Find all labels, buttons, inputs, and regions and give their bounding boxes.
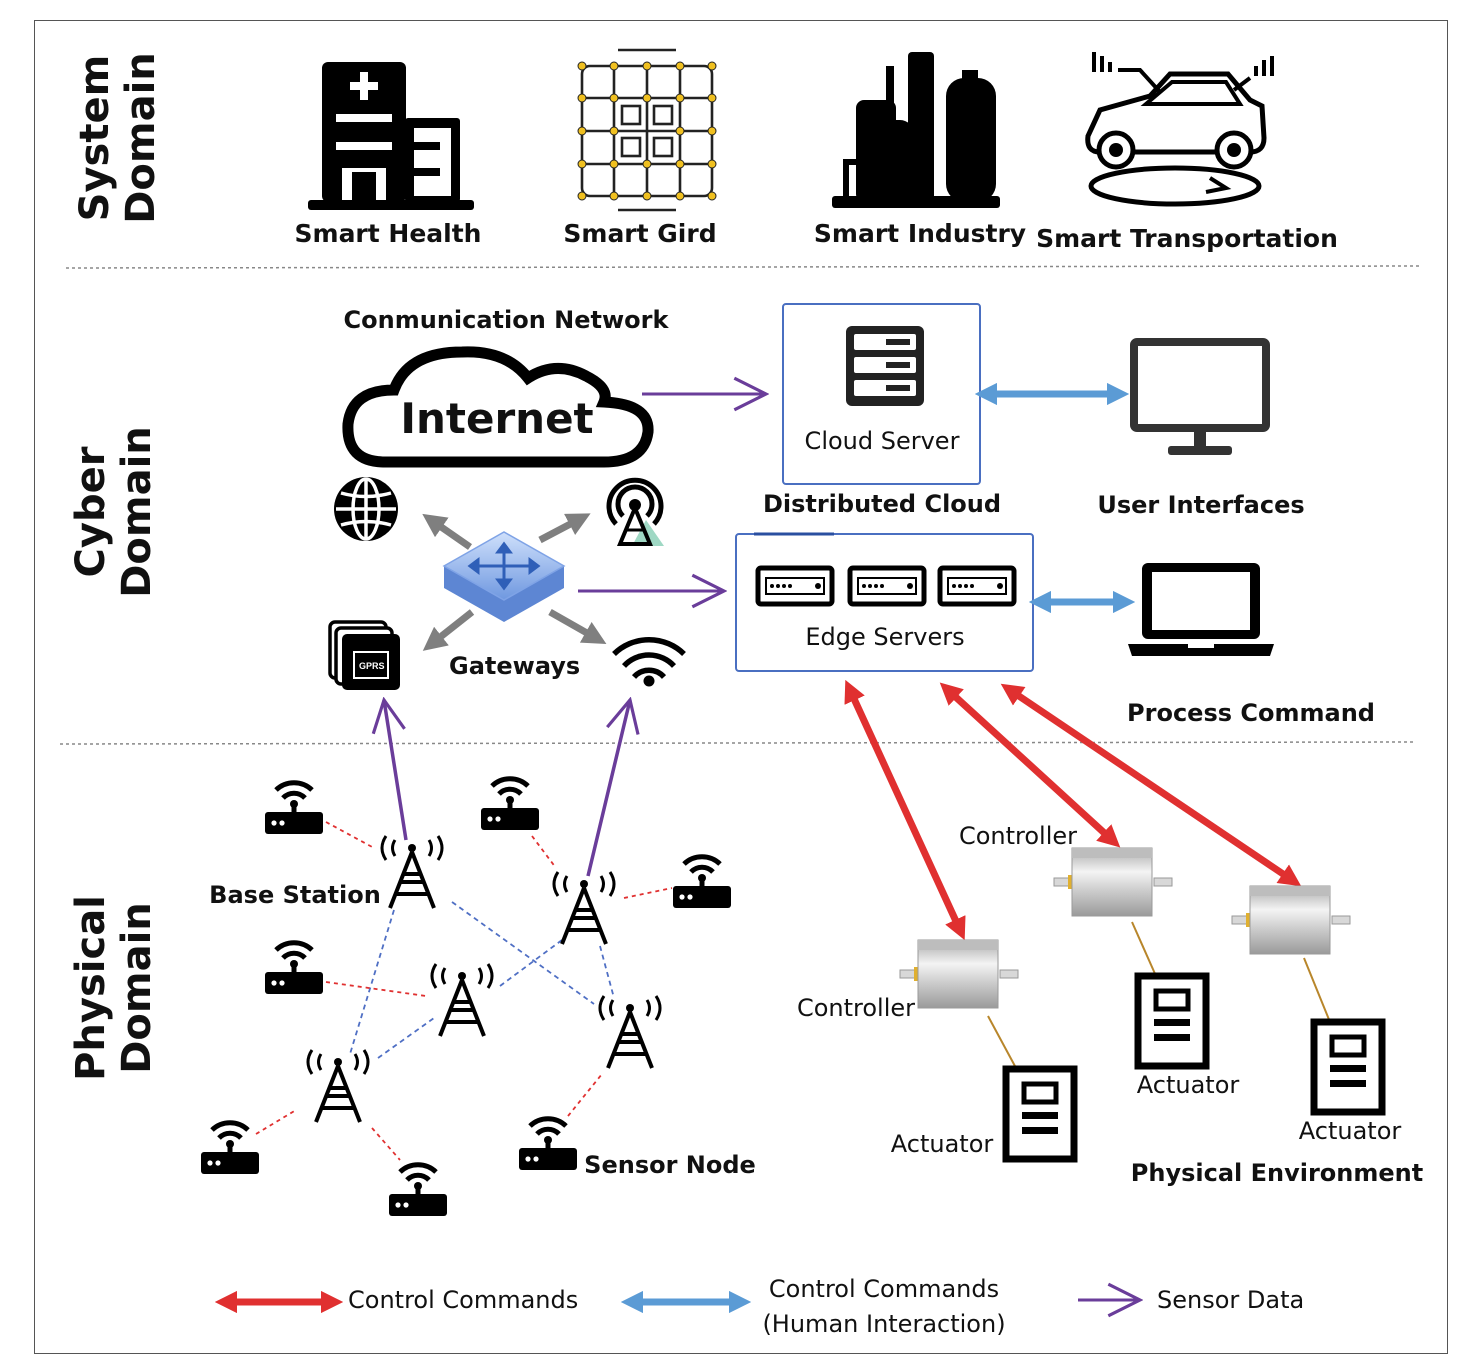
gprs-label: GPRS	[359, 661, 385, 671]
base-station-tower-icon	[552, 870, 616, 946]
base-station-label: Base Station	[209, 881, 381, 909]
edge-server-unit-icon	[937, 565, 1017, 607]
edge-servers-label: Edge Servers	[805, 623, 965, 651]
user-interfaces-label: User Interfaces	[1097, 491, 1305, 519]
gateways-label: Gateways	[449, 652, 581, 680]
actuator-label: Actuator	[1298, 1117, 1402, 1145]
base-station-tower-icon	[306, 1048, 370, 1124]
diagram-frame	[34, 20, 1448, 1354]
smart-health-label: Smart Health	[294, 219, 482, 248]
gprs-module-icon	[328, 620, 400, 690]
controller-motor-icon	[899, 939, 1019, 1009]
separator-system-cyber	[65, 265, 1421, 269]
sensor-node-icon	[389, 1165, 447, 1216]
smart-grid-label: Smart Gird	[563, 219, 717, 248]
edge-controller-arrow	[1000, 683, 1302, 887]
wifi-icon	[612, 636, 686, 687]
laptop-icon	[1128, 563, 1274, 656]
smart-grid-icon	[577, 48, 717, 212]
actuator-label: Actuator	[1136, 1071, 1240, 1099]
system-domain-label: System Domain	[72, 52, 164, 224]
gateway-distribution-arrows	[422, 513, 607, 651]
sensor-node-icon	[673, 857, 731, 908]
edge-controller-arrow	[844, 679, 966, 941]
sensor-node-icon	[265, 783, 323, 834]
smart-transportation-label: Smart Transportation	[1036, 224, 1338, 253]
physical-domain-label: Physical Domain	[68, 895, 160, 1081]
edge-controller-arrow	[939, 682, 1121, 848]
legend-control-commands-label: Control Commands	[348, 1286, 579, 1314]
sensor-node-icon	[481, 779, 539, 830]
controller-actuator-wires	[987, 921, 1331, 1069]
controller-motor-icon	[1053, 847, 1173, 917]
basestation-to-wifi-arrow	[586, 700, 630, 877]
controller-label: Controller	[958, 822, 1078, 850]
base-station-tower-icon	[598, 994, 662, 1070]
sensor-node-icon	[265, 943, 323, 994]
base-station-tower-icon	[380, 834, 444, 910]
physical-environment-label: Physical Environment	[1130, 1159, 1424, 1187]
connected-car-icon	[1085, 52, 1274, 207]
controller-motor-icon	[1231, 885, 1351, 955]
gateway-router-icon	[442, 531, 566, 622]
internet-cloud-icon	[342, 346, 654, 468]
edge-server-unit-icon	[755, 565, 835, 607]
server-rack-icon	[846, 326, 924, 406]
distributed-cloud-label: Distributed Cloud	[762, 490, 1002, 518]
monitor-icon	[1130, 338, 1270, 455]
actuator-device-icon	[1314, 1022, 1382, 1112]
cloud-server-label: Cloud Server	[804, 427, 960, 455]
base-station-tower-icon	[430, 962, 494, 1038]
actuator-device-icon	[1138, 976, 1206, 1066]
internet-label: Internet	[400, 394, 594, 443]
cyber-domain-label: Cyber Domain	[68, 426, 160, 598]
basestation-to-gprs-arrow	[384, 700, 408, 841]
broadcast-antenna-icon	[606, 477, 664, 546]
process-command-label: Process Command	[1127, 699, 1375, 727]
smart-industry-label: Smart Industry	[813, 219, 1027, 248]
hospital-icon	[308, 62, 474, 210]
controller-label: Controller	[796, 994, 916, 1022]
sensor-node-icon	[201, 1123, 259, 1174]
factory-icon	[832, 52, 1000, 208]
actuator-device-icon	[1006, 1069, 1074, 1159]
radio-links	[349, 901, 615, 1059]
sensor-node-label: Sensor Node	[584, 1151, 756, 1179]
sensor-links	[255, 821, 673, 1161]
legend-human-interaction-label-line1: Control Commands	[768, 1275, 1000, 1303]
legend-human-interaction-label-line2: (Human Interaction)	[762, 1310, 1006, 1338]
communication-network-title: Conmunication Network	[343, 306, 669, 334]
separator-cyber-physical	[59, 741, 1415, 745]
legend-sensor-data-label: Sensor Data	[1157, 1286, 1305, 1314]
sensor-node-icon	[519, 1119, 577, 1170]
actuator-label: Actuator	[890, 1130, 994, 1158]
globe-icon	[334, 477, 398, 541]
edge-server-unit-icon	[847, 565, 927, 607]
